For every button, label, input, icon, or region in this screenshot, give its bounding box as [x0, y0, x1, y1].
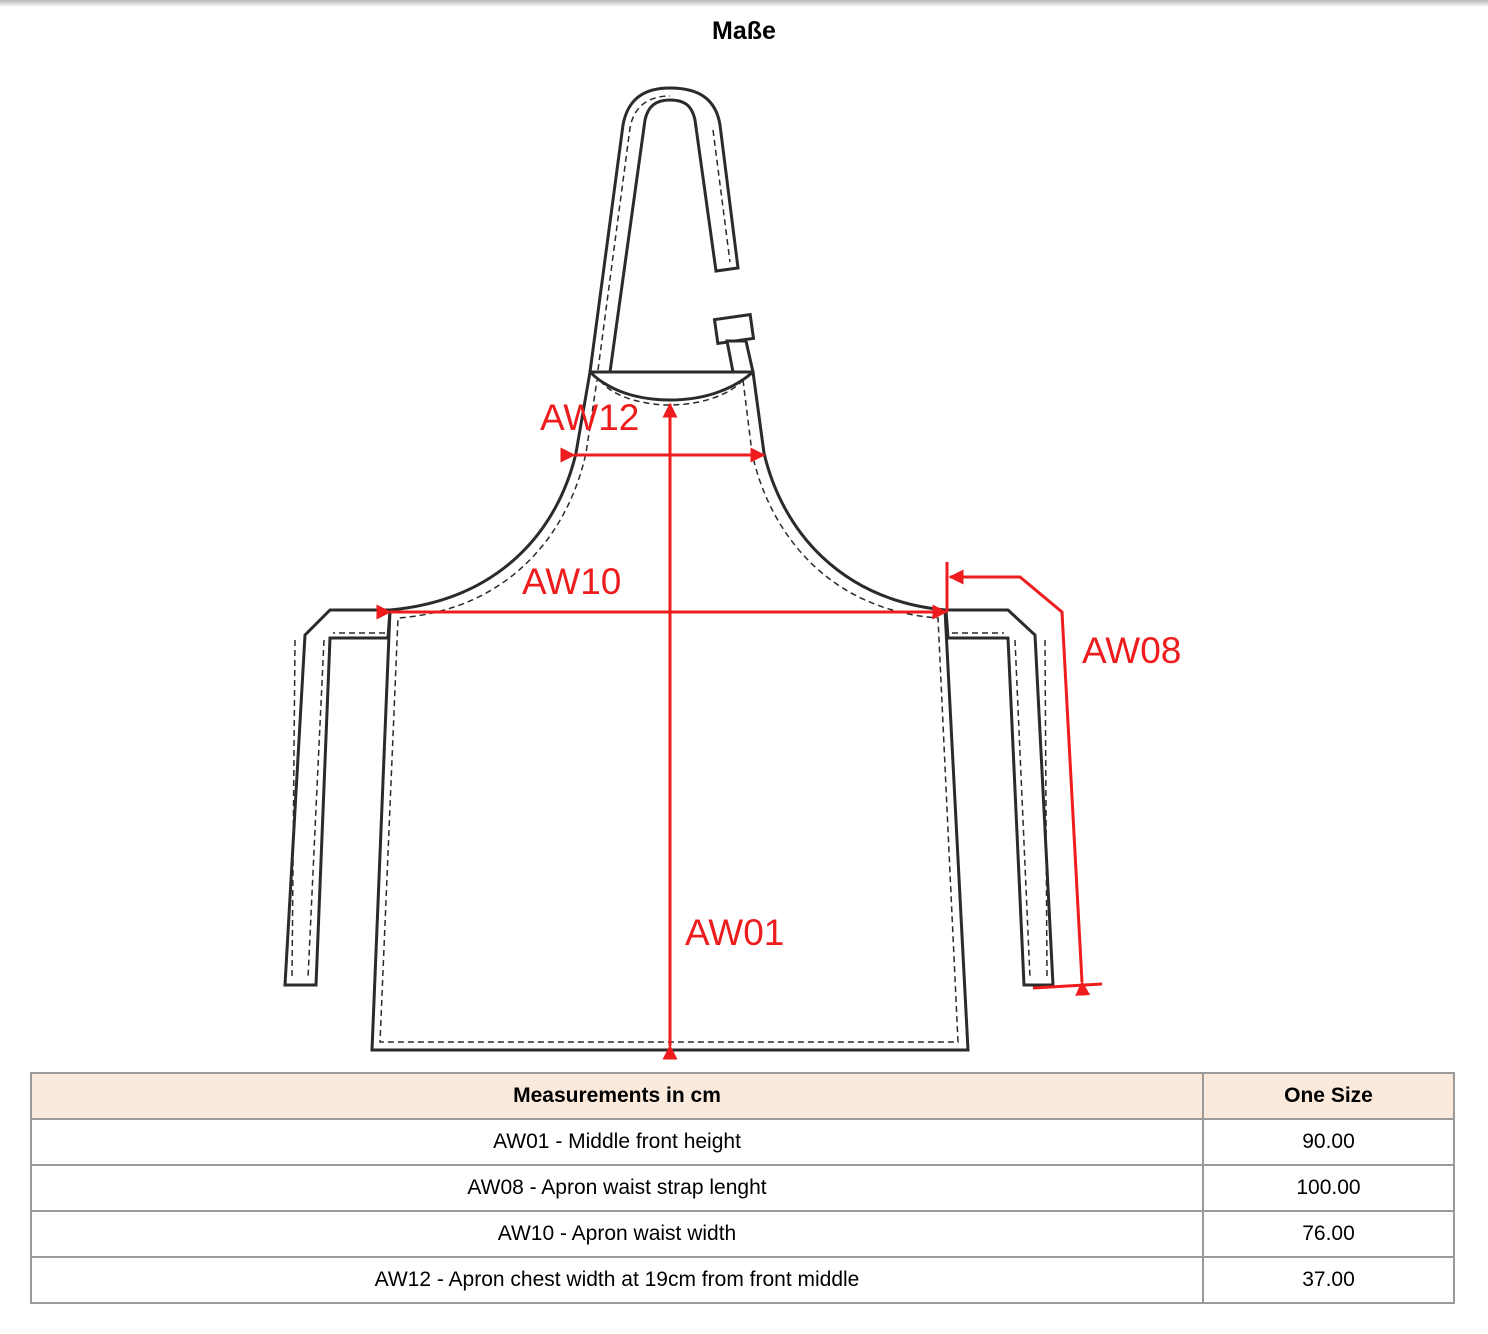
value-cell: 90.00: [1202, 1118, 1455, 1166]
table-row: AW08 - Apron waist strap lenght 100.00: [30, 1164, 1455, 1212]
aw01-label: AW01: [685, 912, 784, 953]
value-cell: 37.00: [1202, 1256, 1455, 1304]
table-row: AW01 - Middle front height 90.00: [30, 1118, 1455, 1166]
table-header-row: Measurements in cm One Size: [30, 1072, 1455, 1120]
aw12-label: AW12: [540, 397, 639, 438]
aw10-label: AW10: [522, 561, 621, 602]
header-size: One Size: [1202, 1072, 1455, 1120]
table-row: AW10 - Apron waist width 76.00: [30, 1210, 1455, 1258]
apron-diagram: AW12 AW10 AW08 AW01: [283, 86, 1181, 1060]
measurement-cell: AW10 - Apron waist width: [30, 1210, 1204, 1258]
aw08-arrow: [948, 569, 1091, 996]
value-cell: 100.00: [1202, 1164, 1455, 1212]
aw08-label: AW08: [1082, 630, 1181, 671]
measurement-cell: AW08 - Apron waist strap lenght: [30, 1164, 1204, 1212]
header-measurements: Measurements in cm: [30, 1072, 1204, 1120]
table-row: AW12 - Apron chest width at 19cm from fr…: [30, 1256, 1455, 1304]
neck-strap: [588, 86, 756, 374]
measurement-cell: AW01 - Middle front height: [30, 1118, 1204, 1166]
measurement-cell: AW12 - Apron chest width at 19cm from fr…: [30, 1256, 1204, 1304]
apron-body: [370, 370, 970, 1052]
aw08-end-tick: [1032, 982, 1103, 990]
value-cell: 76.00: [1202, 1210, 1455, 1258]
page-title: Maße: [712, 17, 776, 45]
top-bar: [0, 0, 1488, 6]
measurement-arrows: [376, 402, 1103, 1060]
measurements-table: Measurements in cm One Size AW01 - Middl…: [30, 1072, 1455, 1304]
